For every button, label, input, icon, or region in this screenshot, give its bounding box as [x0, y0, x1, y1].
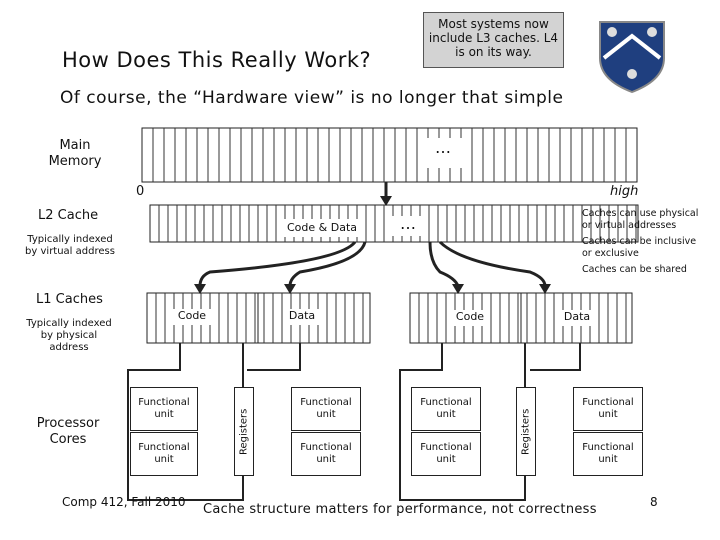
l2-index-note: Typically indexed by virtual address — [25, 234, 115, 257]
memory-ellipsis: … — [435, 138, 451, 157]
core2-functional-unit-3: Functional unit — [573, 387, 643, 431]
l1-cache-bars — [146, 292, 633, 344]
side-note-shared: Caches can be shared — [582, 264, 687, 275]
l1-cache-label: L1 Caches — [36, 292, 103, 307]
l1-data-label-2: Data — [563, 310, 591, 323]
l3-callout: Most systems now include L3 caches. L4 i… — [423, 12, 564, 68]
main-memory-bar — [141, 127, 638, 183]
slide-subtitle: Of course, the “Hardware view” is no lon… — [60, 88, 564, 108]
l2-to-l1-arrows — [198, 240, 547, 287]
main-memory-label: Main Memory — [48, 138, 102, 169]
l2-box-label: Code & Data — [287, 221, 357, 234]
side-note-inclusive: Caches can be inclusive or exclusive — [582, 236, 697, 259]
core1-functional-unit-4: Functional unit — [291, 432, 361, 476]
core1-registers: Registers — [234, 387, 254, 476]
l2-ellipsis: … — [400, 214, 416, 233]
university-shield-logo — [599, 21, 665, 94]
l1-data-label-1: Data — [288, 309, 316, 322]
slide-title: How Does This Really Work? — [62, 48, 372, 72]
l1-code-label-2: Code — [455, 310, 485, 323]
cache-structure-message: Cache structure matters for performance,… — [203, 502, 597, 517]
page-number: 8 — [650, 495, 658, 509]
memory-start-label: 0 — [136, 184, 145, 199]
core1-functional-unit-2: Functional unit — [130, 432, 198, 476]
core1-functional-unit-1: Functional unit — [130, 387, 198, 431]
l1-code-label-1: Code — [177, 309, 207, 322]
course-footer: Comp 412, Fall 2010 — [62, 495, 186, 509]
processor-cores-label: Processor Cores — [36, 416, 100, 447]
side-note-address: Caches can use physical or virtual addre… — [582, 208, 699, 231]
l2-cache-label: L2 Cache — [38, 208, 99, 223]
l1-index-note: Typically indexed by physical address — [26, 318, 112, 353]
memory-arrow-head — [380, 196, 392, 206]
core2-registers: Registers — [516, 387, 536, 476]
core1-functional-unit-3: Functional unit — [291, 387, 361, 431]
core2-functional-unit-1: Functional unit — [411, 387, 481, 431]
core2-functional-unit-2: Functional unit — [411, 432, 481, 476]
memory-end-label: high — [610, 184, 639, 199]
l2-cache-bar — [149, 204, 639, 243]
core2-functional-unit-4: Functional unit — [573, 432, 643, 476]
